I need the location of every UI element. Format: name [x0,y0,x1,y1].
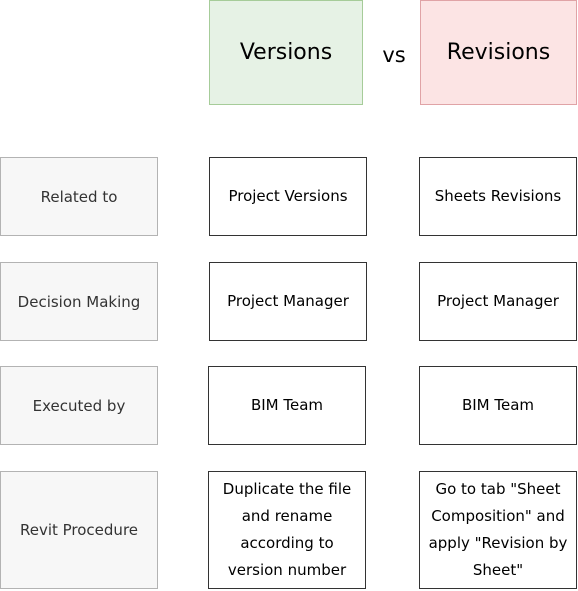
versions-cell-executed-by: BIM Team [208,366,366,445]
row-label-executed-by: Executed by [0,366,158,445]
cell-text: Project Manager [437,292,559,310]
revisions-cell-related-to: Sheets Revisions [419,157,577,236]
revisions-header-title: Revisions [446,40,551,65]
cell-text: BIM Team [250,396,324,414]
row-label-text: Executed by [32,396,126,415]
versions-cell-decision-making: Project Manager [209,262,367,341]
versions-header: Versions [209,0,363,105]
revisions-cell-executed-by: BIM Team [419,366,577,445]
cell-text: Duplicate the file and rename according … [222,480,352,579]
revisions-cell-decision-making: Project Manager [419,262,577,341]
row-label-revit-procedure: Revit Procedure [0,471,158,589]
versions-header-title: Versions [239,40,333,65]
cell-text: Project Versions [228,187,348,205]
row-label-related-to: Related to [0,157,158,236]
versions-cell-related-to: Project Versions [209,157,367,236]
revisions-cell-revit-procedure: Go to tab "Sheet Composition" and apply … [419,471,577,589]
row-label-text: Related to [40,187,118,206]
row-label-decision-making: Decision Making [0,262,158,341]
cell-text: BIM Team [461,396,535,414]
revisions-header: Revisions [420,0,577,105]
versions-cell-revit-procedure: Duplicate the file and rename according … [208,471,366,589]
cell-text: Project Manager [227,292,349,310]
vs-label: vs [382,43,406,67]
row-label-text: Decision Making [17,292,141,311]
cell-text: Sheets Revisions [434,187,562,205]
cell-text: Go to tab "Sheet Composition" and apply … [428,480,568,579]
row-label-text: Revit Procedure [19,521,139,539]
